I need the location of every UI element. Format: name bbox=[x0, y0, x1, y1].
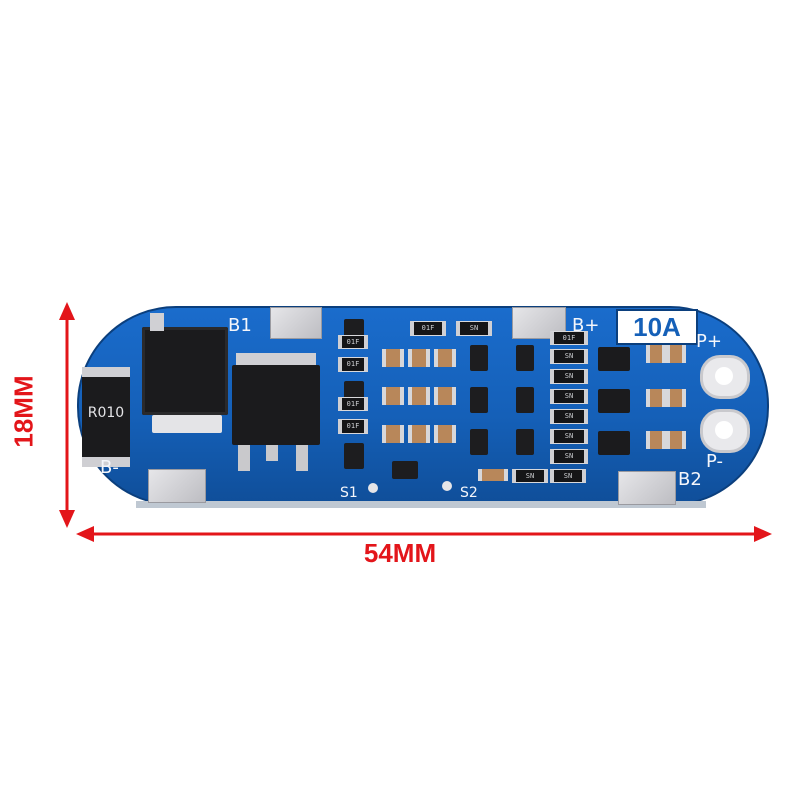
p-plus-hole[interactable] bbox=[700, 355, 750, 399]
sot-4 bbox=[392, 461, 418, 479]
width-label: 54MM bbox=[363, 538, 437, 568]
cap-c11 bbox=[646, 389, 666, 407]
test-point-2 bbox=[442, 481, 452, 491]
sot-10 bbox=[516, 429, 534, 455]
sot-3 bbox=[344, 443, 364, 469]
cap-c9 bbox=[434, 425, 456, 443]
mosfet-left-heatpad bbox=[152, 415, 222, 433]
cap-c10 bbox=[646, 345, 666, 363]
mosfet-leg-2 bbox=[266, 445, 278, 461]
mosfet-left-tab bbox=[150, 313, 164, 331]
resistor-r13: 01F bbox=[550, 331, 588, 345]
label-b1: B1 bbox=[228, 315, 252, 336]
cap-c2 bbox=[408, 349, 430, 367]
mosfet-leg-1 bbox=[238, 445, 250, 471]
resistor-r9: SN bbox=[550, 429, 588, 444]
pad-b-minus[interactable] bbox=[148, 469, 206, 503]
label-p-plus: P+ bbox=[696, 331, 722, 352]
cap-c5 bbox=[408, 387, 430, 405]
pad-b1[interactable] bbox=[270, 307, 322, 339]
height-dimension-arrow bbox=[59, 302, 75, 528]
pcb-board: R010 10A B1 B+ P+ B- P- B2 S1 S2 01F SN … bbox=[76, 305, 770, 510]
protection-ic-2 bbox=[598, 389, 630, 413]
sot-6 bbox=[470, 387, 488, 413]
height-label: 18MM bbox=[8, 375, 39, 448]
cap-c14 bbox=[666, 389, 686, 407]
resistor-r3: 01F bbox=[338, 357, 368, 372]
cap-c3 bbox=[434, 349, 456, 367]
cap-c16 bbox=[478, 469, 508, 481]
resistor-r7: SN bbox=[550, 389, 588, 404]
cap-c7 bbox=[382, 425, 404, 443]
shunt-resistor: R010 bbox=[82, 367, 130, 467]
resistor-r2: SN bbox=[456, 321, 492, 336]
current-rating-badge: 10A bbox=[616, 309, 698, 345]
cap-c15 bbox=[666, 431, 686, 449]
resistor-r12: SN bbox=[550, 469, 586, 483]
resistor-r5: SN bbox=[550, 349, 588, 364]
sot-9 bbox=[516, 387, 534, 413]
current-rating-text: 10A bbox=[633, 312, 681, 342]
resistor-r1: 01F bbox=[410, 321, 446, 336]
label-b-plus: B+ bbox=[572, 315, 600, 336]
resistor-r8: SN bbox=[550, 409, 588, 424]
resistor-r4: 01F bbox=[338, 419, 368, 434]
resistor-r11: SN bbox=[512, 469, 548, 483]
pad-b2[interactable] bbox=[618, 471, 676, 505]
protection-ic-3 bbox=[598, 431, 630, 455]
cap-c12 bbox=[646, 431, 666, 449]
label-p-minus: P- bbox=[706, 451, 723, 472]
cap-c8 bbox=[408, 425, 430, 443]
label-b-minus: B- bbox=[100, 457, 119, 478]
width-dimension-arrow bbox=[76, 526, 772, 542]
mosfet-leg-3 bbox=[296, 445, 308, 471]
cap-c1 bbox=[382, 349, 404, 367]
cap-c4 bbox=[382, 387, 404, 405]
sot-5 bbox=[470, 345, 488, 371]
shunt-resistor-label: R010 bbox=[87, 405, 125, 421]
resistor-r10: SN bbox=[550, 449, 588, 464]
protection-ic-1 bbox=[598, 347, 630, 371]
resistor-r15: 01F bbox=[338, 397, 368, 411]
sot-7 bbox=[470, 429, 488, 455]
test-point-1 bbox=[368, 483, 378, 493]
sot-8 bbox=[516, 345, 534, 371]
resistor-r6: SN bbox=[550, 369, 588, 384]
power-mosfet-left bbox=[142, 327, 228, 415]
label-s2: S2 bbox=[460, 485, 478, 501]
p-minus-hole[interactable] bbox=[700, 409, 750, 453]
cap-c6 bbox=[434, 387, 456, 405]
power-mosfet-right bbox=[232, 365, 320, 445]
label-b2: B2 bbox=[678, 469, 702, 490]
resistor-r14: 01F bbox=[338, 335, 368, 349]
label-s1: S1 bbox=[340, 485, 358, 501]
cap-c13 bbox=[666, 345, 686, 363]
